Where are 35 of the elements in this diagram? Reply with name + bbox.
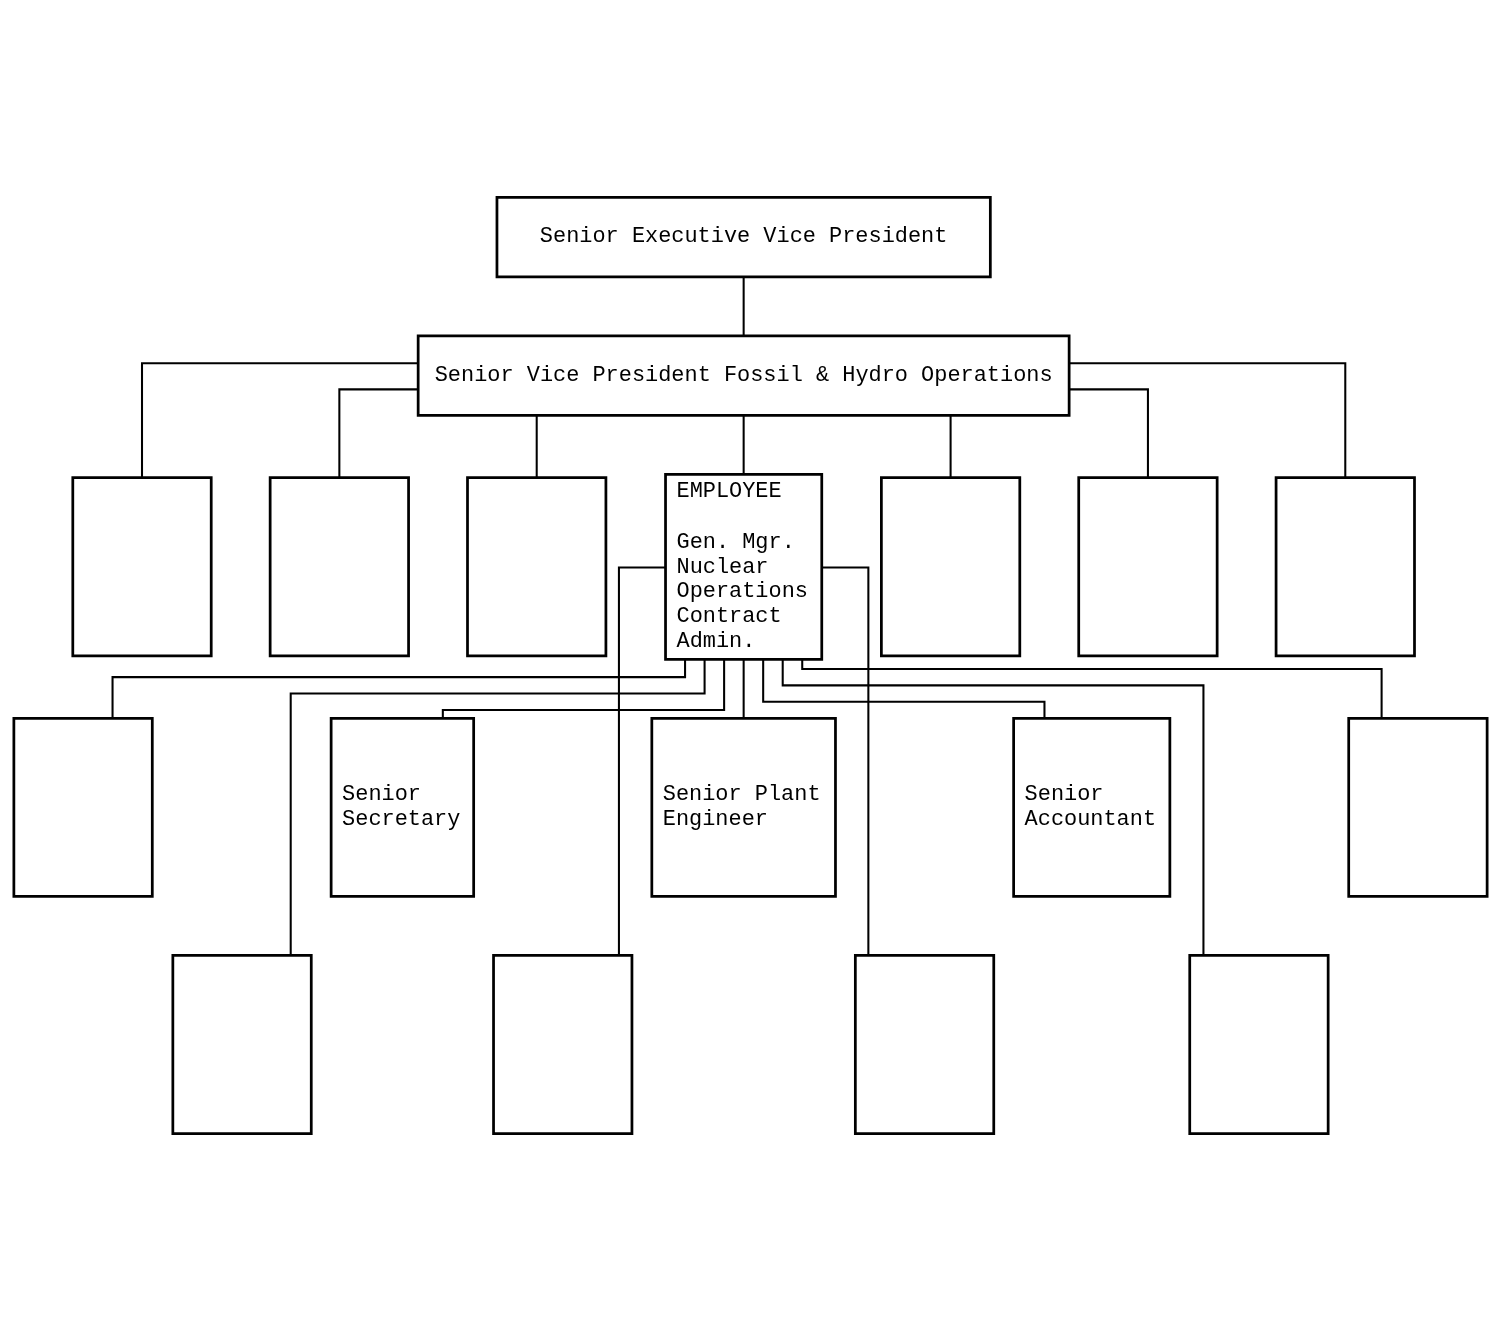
node-box: Senior Executive Vice President: [495, 195, 992, 278]
connector: [141, 361, 418, 478]
connector: [441, 659, 726, 718]
connector: [617, 566, 666, 955]
node-box: Senior Accountant: [1012, 716, 1172, 898]
connector: [821, 566, 870, 955]
connector: [742, 658, 745, 718]
connector: [781, 659, 1205, 955]
node-box: Senior Secretary: [329, 716, 476, 898]
node-box: [1274, 475, 1416, 657]
connector: [338, 387, 418, 478]
connector: [801, 659, 1383, 718]
connector: [289, 659, 706, 955]
node-box: [466, 475, 608, 657]
node-box: [1077, 475, 1219, 657]
node-box: [171, 953, 313, 1135]
node-box: [492, 953, 634, 1135]
node-box: [12, 716, 154, 898]
connector: [535, 415, 538, 478]
node-box: [1347, 716, 1489, 898]
connector: [1069, 361, 1347, 478]
connector: [949, 415, 952, 478]
node-box: [880, 475, 1022, 657]
connector: [742, 415, 745, 474]
node-box: Senior Vice President Fossil & Hydro Operations: [416, 334, 1071, 417]
node-box: [853, 953, 996, 1135]
connector: [111, 658, 687, 718]
node-box: [71, 475, 213, 657]
connector: [1069, 387, 1149, 478]
connector: [762, 658, 1046, 718]
node-box: [268, 475, 410, 657]
node-box: EMPLOYEE Gen. Mgr. Nuclear Operations Contract Admin.: [664, 472, 824, 661]
node-box: Senior Plant Engineer: [650, 716, 837, 898]
node-box: [1188, 953, 1330, 1135]
connector: [742, 276, 745, 336]
